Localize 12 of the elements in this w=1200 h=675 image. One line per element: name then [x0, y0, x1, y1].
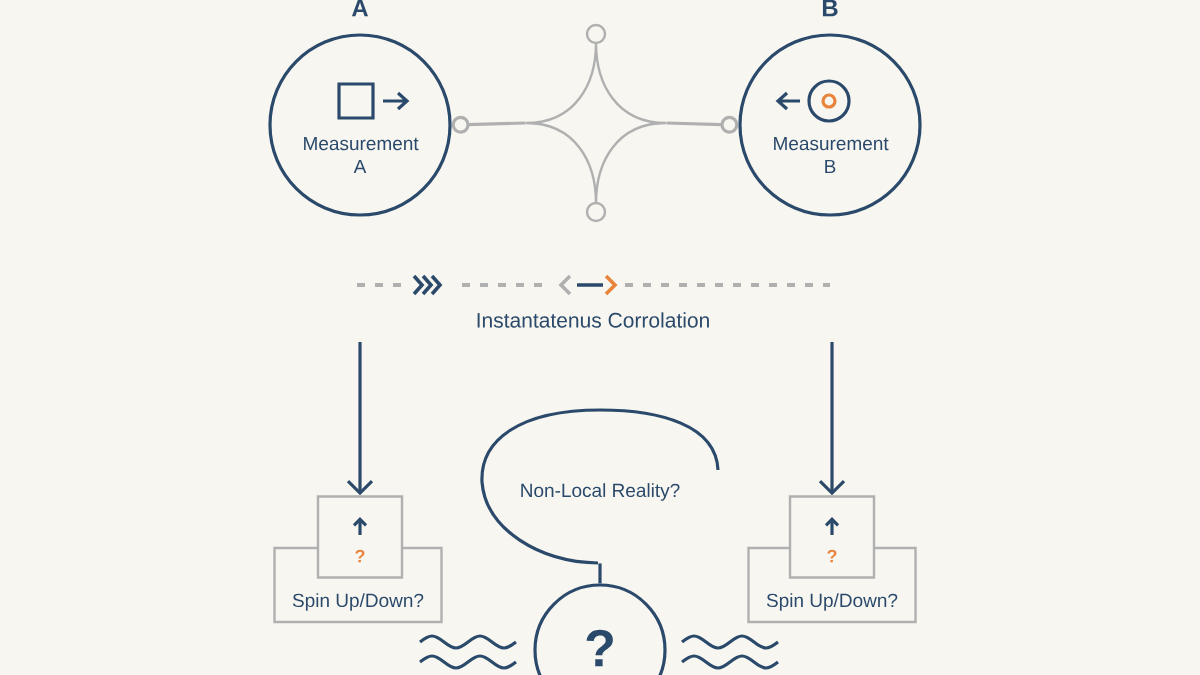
connector — [666, 115, 739, 134]
connector — [598, 563, 602, 584]
result-box: ? — [316, 495, 404, 579]
node-label: B — [822, 0, 838, 17]
node-label: A — [351, 0, 369, 17]
result-box: ? — [788, 495, 876, 579]
connector — [451, 115, 526, 134]
star-junction-drawing — [524, 23, 668, 223]
connector — [818, 342, 846, 496]
connector — [346, 342, 374, 496]
caption-text: Instantatenus Corrolation — [477, 312, 709, 328]
speech-bubble: Non-Local Reality? — [480, 408, 720, 565]
